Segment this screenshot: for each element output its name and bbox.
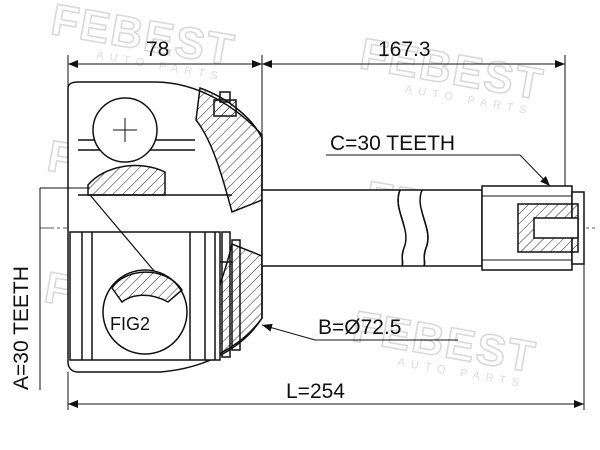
dim-total-length: L=254: [67, 264, 585, 410]
stub-end: [481, 185, 585, 271]
dim-outer-diameter: B=Ø72.5: [261, 316, 458, 341]
dim-78-label: 78: [146, 38, 169, 61]
shaft: [261, 189, 483, 267]
outer-spline-label: C=30 TEETH: [330, 132, 455, 155]
dim-inner-spline: A=30 TEETH: [10, 187, 90, 390]
outer-diameter-label: B=Ø72.5: [318, 316, 401, 339]
dim-outer-spline: C=30 TEETH: [326, 132, 551, 187]
inner-spline-label: A=30 TEETH: [10, 266, 33, 390]
dim-shaft-length: 167.3: [262, 38, 566, 186]
total-length-label: L=254: [286, 380, 345, 403]
detail-fig2: FIG2: [102, 269, 188, 355]
ball-assembly: [87, 97, 166, 273]
dim-167-label: 167.3: [378, 38, 431, 61]
fig2-label: FIG2: [110, 314, 150, 334]
dim-housing-length: 78: [67, 38, 263, 135]
